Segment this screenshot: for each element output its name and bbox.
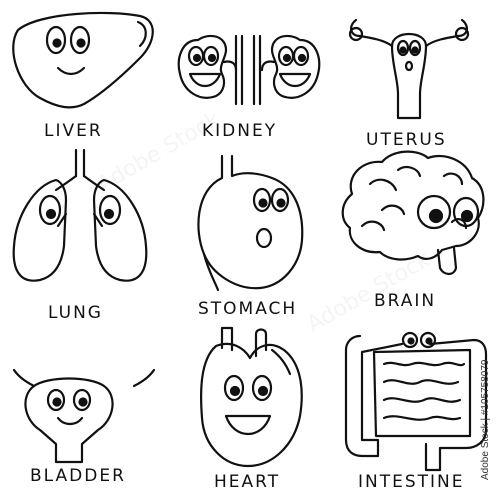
label-intestine: INTESTINE [358,472,465,492]
label-liver: LIVER [44,121,103,141]
intestine-drawing [344,331,488,472]
kidney-drawing [177,34,321,106]
uterus-drawing [348,18,470,120]
stomach-drawing [197,154,304,292]
stock-image-id: Adobe Stock | #105758079 [480,359,491,480]
brain-drawing [341,150,485,276]
label-heart: HEART [214,472,281,492]
bladder-drawing [12,368,156,464]
label-lung: LUNG [48,303,103,323]
label-brain: BRAIN [374,291,437,311]
liver-drawing [12,11,154,109]
label-uterus: UTERUS [366,130,447,150]
label-kidney: KIDNEY [202,121,278,141]
label-bladder: BLADDER [30,466,126,486]
heart-drawing [200,326,303,468]
label-stomach: STOMACH [198,299,298,319]
lung-drawing [12,148,148,282]
